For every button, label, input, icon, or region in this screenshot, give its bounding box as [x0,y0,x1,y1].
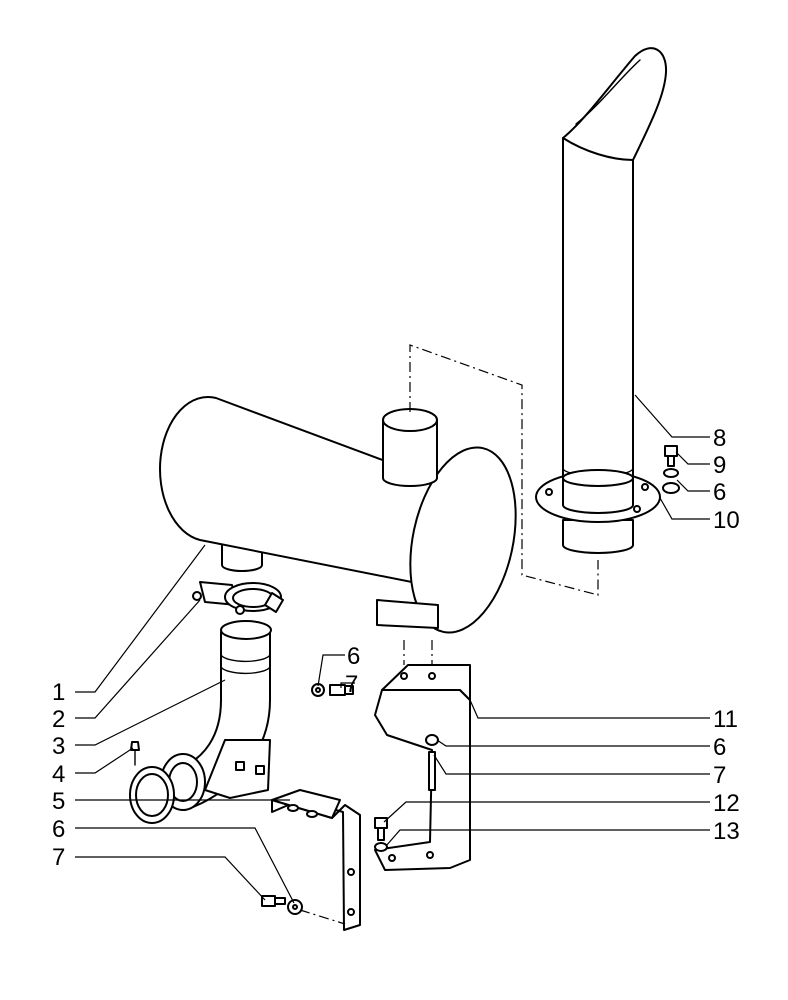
callout-2: 2 [52,706,65,733]
callout-6-left: 6 [52,816,65,843]
callouts-right: 8 9 6 10 11 6 7 12 13 [713,425,740,845]
callouts-top: 6 7 [345,643,360,698]
callout-10: 10 [713,507,740,534]
callout-6-right: 6 [713,734,726,761]
hose-clamp [129,741,206,824]
callout-8: 8 [713,425,726,452]
washer-6-flange [662,468,680,494]
callout-7-right: 7 [713,762,726,789]
clamp [192,581,284,615]
muffler [159,396,517,634]
bolt-12 [374,817,388,841]
bracket-5 [271,789,361,931]
callout-6-top: 6 [347,643,360,670]
washer-6-right [425,734,439,746]
pipe-flange [535,469,661,554]
assembly-lines [299,344,599,925]
leader-lines [75,394,710,904]
callout-13: 13 [713,818,740,845]
callout-9: 9 [713,452,726,479]
tail-pipe [562,47,668,487]
callouts-left: 1 2 3 4 5 6 7 [52,679,65,871]
bracket-11 [374,664,471,871]
bolt-9 [664,445,678,467]
washer-13 [374,842,388,852]
callout-1: 1 [52,679,65,706]
callout-12: 12 [713,790,740,817]
callout-7-left: 7 [52,844,65,871]
bolt-7-lower [261,895,286,907]
callout-3: 3 [52,733,65,760]
callout-4: 4 [52,761,65,788]
callout-5: 5 [52,788,65,815]
callout-7-top: 7 [345,671,358,698]
washer-6-lower [287,899,303,915]
bolt-7-right [428,751,436,791]
callout-6-flange: 6 [713,479,726,506]
callout-11: 11 [713,706,738,733]
